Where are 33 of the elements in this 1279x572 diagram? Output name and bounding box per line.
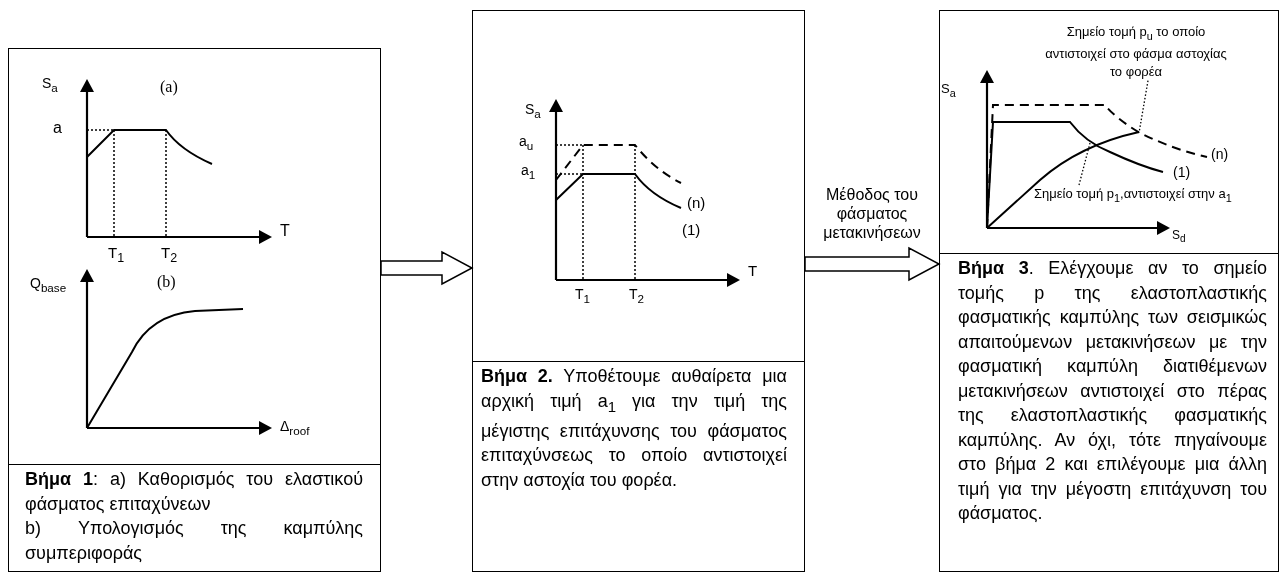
chart-label: (b): [157, 273, 176, 291]
step-panel: [939, 10, 1279, 572]
tick-label: a: [53, 119, 62, 137]
step-panel: [472, 10, 805, 572]
axis-label: S$_{a}$: [42, 76, 58, 95]
annotation-text: Σημείο τομή p$_{u}$ το οποίο αντιστοιχεί στο φάσμα αστοχίας το φορέα: [1041, 23, 1231, 81]
axis-label: T: [280, 222, 290, 240]
axis-label: T: [748, 263, 758, 280]
tick-label: a$_{u}$: [519, 134, 534, 153]
step-panel: [8, 48, 381, 572]
curve-label: (1): [1173, 165, 1191, 181]
axis-label: S$_{a}$: [941, 82, 956, 100]
tick-label: T$_{2}$: [161, 245, 178, 266]
block-arrow: [804, 246, 941, 282]
axis-label: S$_{d}$: [1172, 229, 1186, 245]
leader-line: [1138, 79, 1149, 134]
chart-label: (a): [160, 78, 178, 96]
axis-label: Δ$_{roof}$: [280, 419, 310, 438]
tick-label: T$_{2}$: [629, 287, 645, 306]
step-description: Βήμα 3. Ελέγχουμε αν το σημείο τομής p της ελαστοπλαστικής φασματικής καμπύλης των σεισμικώς απαιτούμενων μετακινήσεων με την φασματική καμπύλη διατιθέμενων μετακινήσεων αντιστοιχεί στο πέρας της ελαστοπλαστικής φασματικής καμπύλης. Αν όχι, τότε πηγαίνουμε στο βήμα 2 και επιλέγουμε μια άλλη τιμή για την μέγοστη επιτάχυνση του φάσματος.: [958, 257, 1267, 525]
axis-label: Q$_{base}$: [30, 276, 67, 295]
tick-label: a$_{1}$: [521, 163, 536, 182]
step-description: b) Υπολογισμός της καμπύλης συμπεριφοράς: [25, 517, 363, 565]
curve-label: (n): [687, 195, 706, 212]
tick-label: T$_{1}$: [575, 287, 591, 306]
curve-label: (1): [682, 222, 701, 239]
block-arrow: [380, 250, 474, 286]
axis-label: S$_{a}$: [525, 102, 541, 121]
curve-label: (n): [1211, 147, 1229, 163]
annotation-text: Σημείο τομή p$_{1}$,αντιστοιχεί στην a$_{1}$: [1034, 185, 1232, 207]
tick-label: T$_{1}$: [108, 245, 125, 266]
step-description: Βήμα 2. Υποθέτουμε αυθαίρετα μια αρχική τιμή a$_{1}$ για την τιμή της μέγιστης επιτάχυνσης του φάσματος επιταχύνσεως το οποίο αντιστοιχεί στην αστοχία του φορέα.: [481, 365, 787, 492]
leader-line: [1078, 142, 1091, 186]
